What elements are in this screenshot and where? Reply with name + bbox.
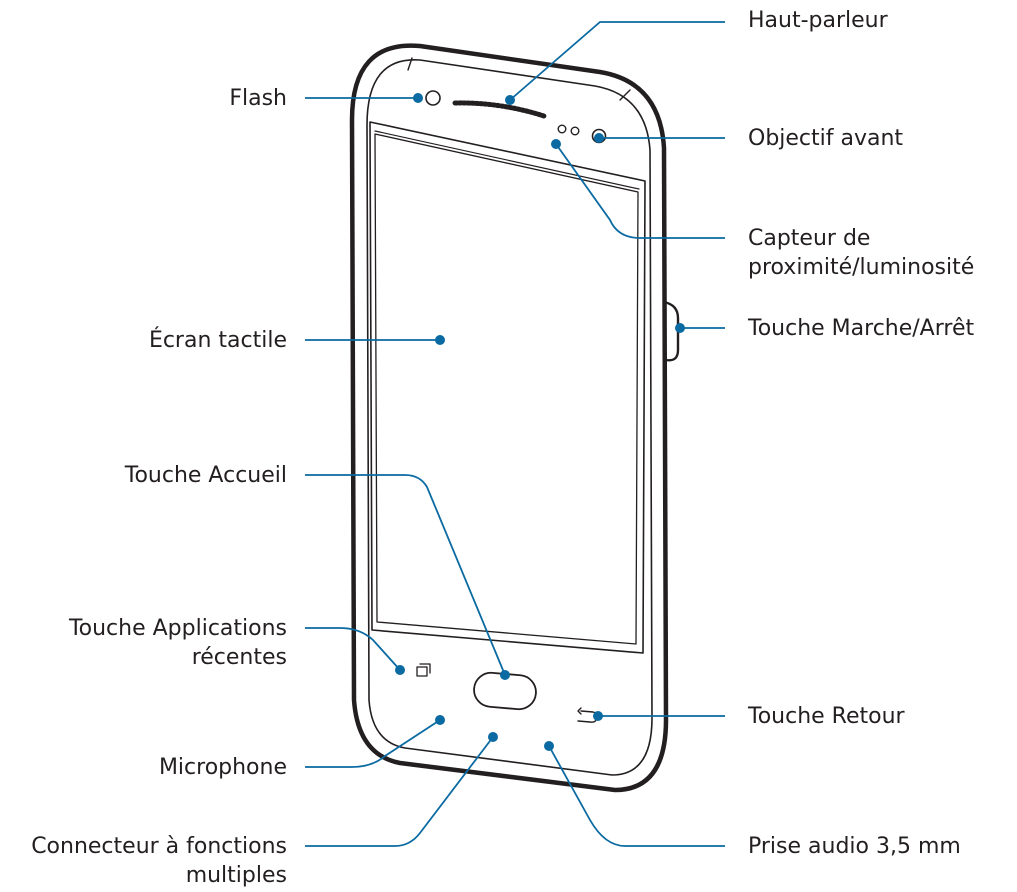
callout-dot-front-camera [594,133,604,143]
callout-dot-flash [413,93,423,103]
label-power-key: Touche Marche/Arrêt [748,316,975,341]
phone-top-edge [407,57,413,71]
callout-line-microphone [305,719,441,768]
label-earphone-jack: Prise audio 3,5 mm [748,834,961,859]
callout-dot-speaker [505,95,515,105]
callout-dot-touchscreen [435,335,445,345]
label-flash: Flash [229,86,287,111]
callout-line-multipurpose [305,736,494,847]
recent-apps-icon-back [419,663,431,674]
screen-top-band [374,130,640,190]
callout-line-home [305,474,506,676]
screen-inner [374,133,639,645]
label-multipurpose-line2: multiples [185,863,287,888]
label-back-key: Touche Retour [748,704,905,729]
phone-top-edge-right [619,89,631,101]
callout-dot-microphone [435,715,445,725]
label-proximity-line1: Capteur de [748,226,871,251]
phone-inner-bezel [366,59,653,776]
callout-dot-proximity [551,139,561,149]
callout-dot-multipurpose [488,732,498,742]
sensor-dot-b [570,126,580,136]
recent-apps-icon [416,666,428,677]
phone-outer-frame [349,43,669,793]
callout-dot-recent [395,665,405,675]
callout-dot-home [500,670,510,680]
label-proximity-line2: proximité/luminosité [748,255,975,280]
label-recent-apps-key: Touche Applications récentes [69,614,287,672]
label-home-key: Touche Accueil [124,463,287,488]
callout-line-proximity [555,143,725,239]
callout-dots [395,93,685,751]
label-speaker: Haut-parleur [748,8,888,33]
flash-shape [425,90,441,106]
speaker-grille [452,100,547,119]
label-recent-apps-line2: récentes [191,645,287,670]
label-microphone: Microphone [158,755,287,780]
label-recent-apps-line1: Touche Applications [68,616,287,641]
label-proximity-sensor: Capteur de proximité/luminosité [748,224,974,282]
label-front-camera: Objectif avant [748,126,904,151]
power-key-shape [662,300,680,362]
callout-dot-power [675,323,685,333]
callout-dot-earphone [544,741,554,751]
phone-body [349,43,680,793]
label-touchscreen: Écran tactile [148,328,287,353]
sensor-dot-a [557,124,567,134]
label-multipurpose-jack: Connecteur à fonctions multiples [31,832,287,890]
callout-line-earphone [548,745,725,847]
callouts [305,21,725,847]
callout-line-speaker [509,21,725,101]
callout-dot-back [593,711,603,721]
screen-outer [369,121,646,654]
label-multipurpose-line1: Connecteur à fonctions [31,834,287,859]
callout-line-recent [305,627,401,671]
